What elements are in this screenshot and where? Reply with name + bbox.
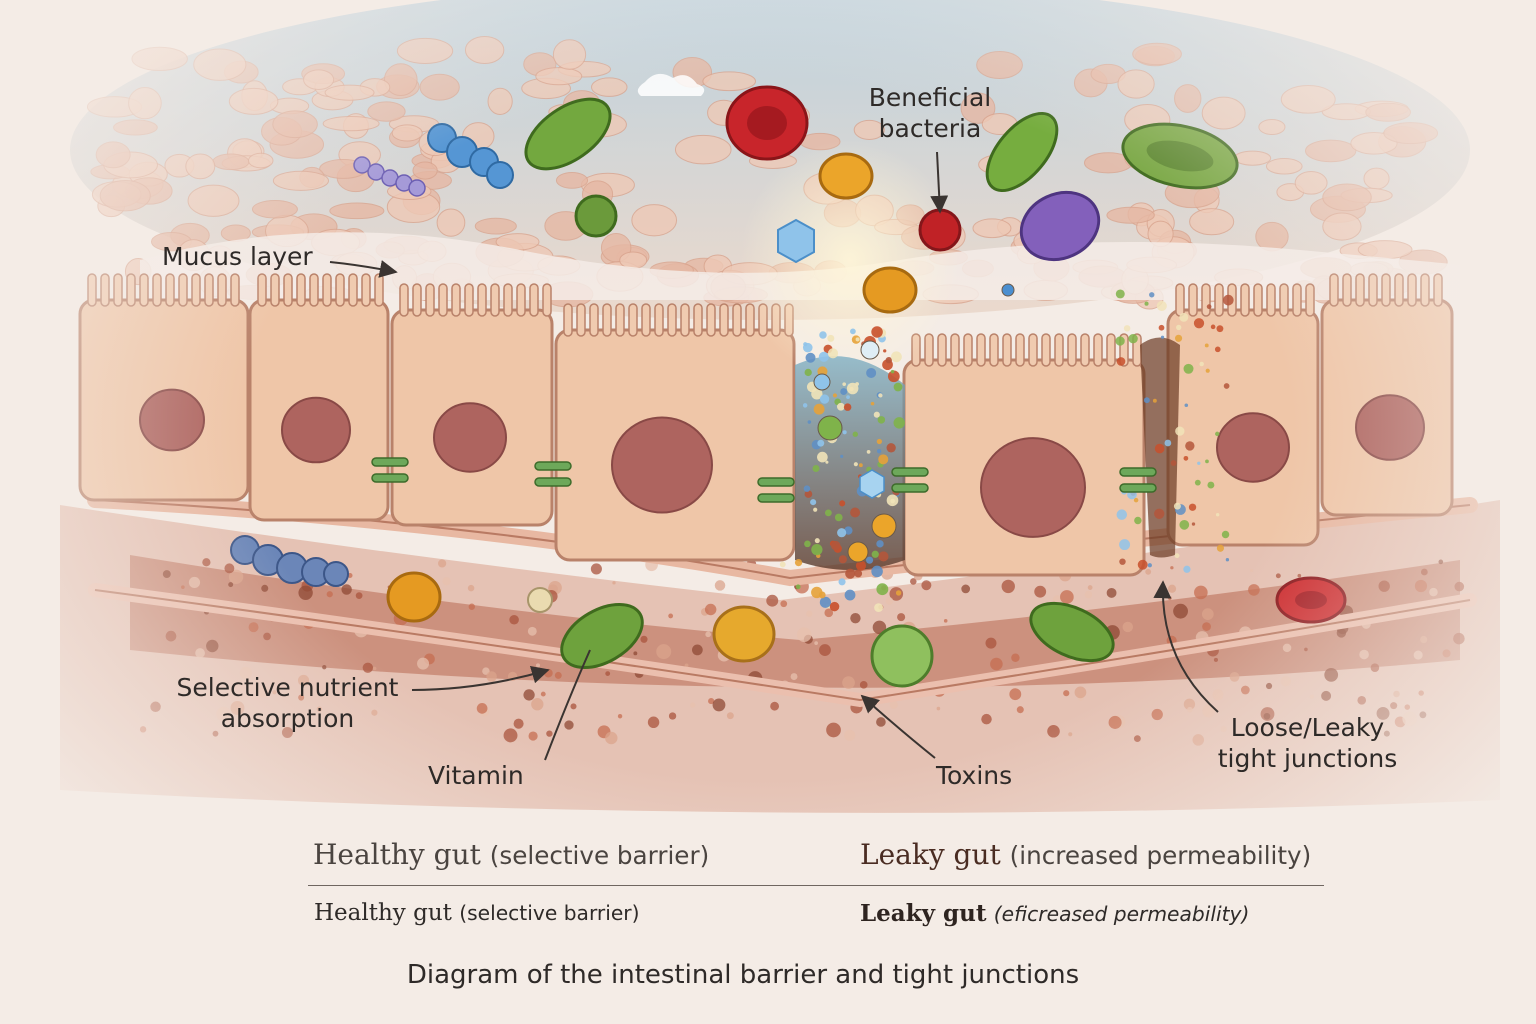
- comparison-divider: [308, 885, 1324, 886]
- toxins-label: Toxins: [936, 760, 1012, 791]
- leaky-gut-heading: Leaky gut (increased permeability): [860, 838, 1311, 871]
- healthy-gut-note: (selective barrier): [459, 901, 639, 925]
- label-line: Loose/Leaky: [1200, 712, 1415, 743]
- healthy-gut-subheading: Healthy gut (selective barrier): [314, 900, 640, 926]
- label-line: tight junctions: [1200, 743, 1415, 774]
- healthy-gut-title: Healthy gut: [314, 900, 452, 926]
- beneficial-bacteria-label: Beneficial bacteria: [850, 82, 1010, 144]
- label-line: absorption: [150, 703, 425, 734]
- label-line: Selective nutrient: [150, 672, 425, 703]
- mucus-layer-label: Mucus layer: [162, 241, 313, 272]
- leaky-junctions-label: Loose/Leaky tight junctions: [1200, 712, 1415, 774]
- label-line: bacteria: [850, 113, 1010, 144]
- label-line: Beneficial: [850, 82, 1010, 113]
- healthy-gut-title: Healthy gut: [313, 838, 481, 871]
- vitamin-label: Vitamin: [428, 760, 524, 791]
- healthy-gut-note: (selective barrier): [490, 841, 709, 870]
- selective-absorption-label: Selective nutrient absorption: [150, 672, 425, 734]
- leaky-gut-title: Leaky gut: [860, 900, 986, 927]
- diagram-caption: Diagram of the intestinal barrier and ti…: [0, 960, 1486, 990]
- leaky-gut-subheading: Leaky gut (eficreased permeability): [860, 900, 1249, 927]
- leaky-gut-note: (eficreased permeability): [994, 902, 1250, 926]
- healthy-gut-heading: Healthy gut (selective barrier): [313, 838, 709, 871]
- leaky-gut-title: Leaky gut: [860, 838, 1001, 871]
- leaky-gut-note: (increased permeability): [1010, 841, 1312, 870]
